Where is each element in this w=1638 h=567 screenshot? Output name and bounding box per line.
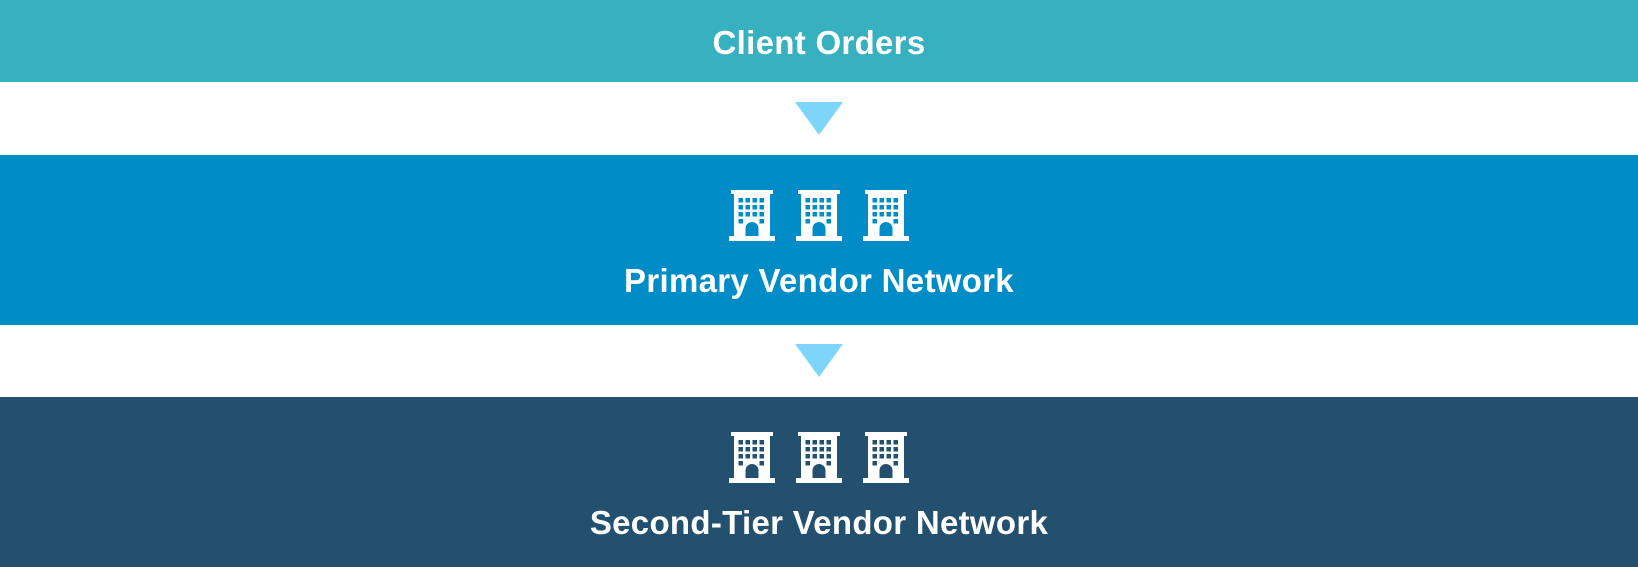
primary-vendor-label: Primary Vendor Network — [624, 262, 1014, 299]
primary-vendor-band: Primary Vendor Network — [0, 155, 1638, 325]
building-icon — [729, 190, 775, 241]
client-orders-band: Client Orders — [0, 0, 1638, 82]
building-icon — [863, 432, 909, 483]
arrow-down-icon — [795, 102, 843, 135]
second-tier-vendor-icons — [0, 432, 1638, 483]
client-orders-label: Client Orders — [712, 24, 926, 61]
second-tier-vendor-band: Second-Tier Vendor Network — [0, 397, 1638, 567]
building-icon — [796, 432, 842, 483]
primary-vendor-icons — [0, 190, 1638, 241]
building-icon — [729, 432, 775, 483]
arrow-down-icon — [795, 344, 843, 377]
building-icon — [863, 190, 909, 241]
building-icon — [796, 190, 842, 241]
second-tier-vendor-label: Second-Tier Vendor Network — [589, 504, 1049, 541]
